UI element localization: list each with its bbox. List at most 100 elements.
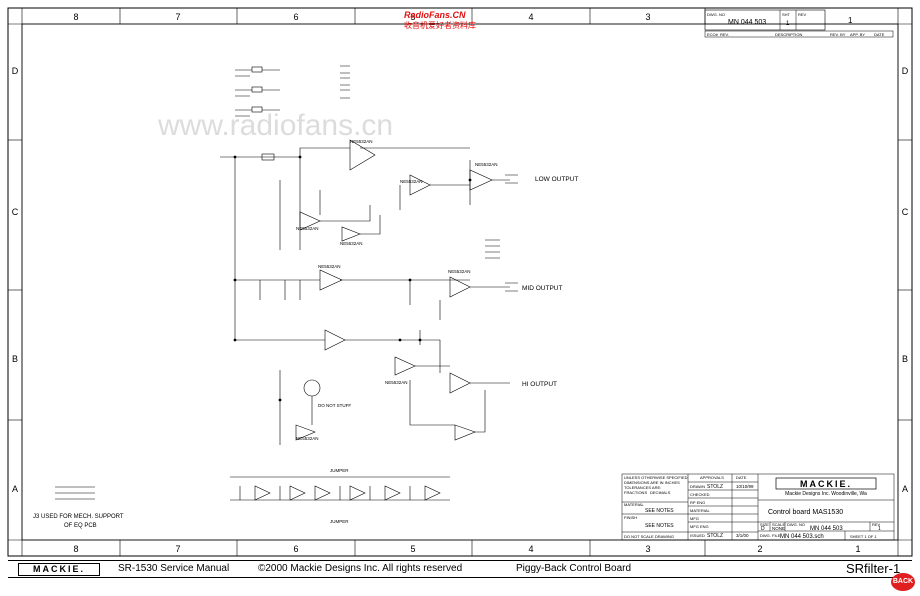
svg-text:SEE NOTES: SEE NOTES bbox=[645, 523, 674, 529]
svg-text:ECO#: ECO# bbox=[707, 32, 719, 37]
svg-text:FINISH: FINISH bbox=[624, 515, 637, 520]
footer-manual-title: SR-1530 Service Manual bbox=[118, 563, 230, 574]
opamp-label-u1b: NE5532AN bbox=[340, 241, 363, 246]
svg-text:APPROVALS: APPROVALS bbox=[700, 475, 724, 480]
svg-text:DIMENSIONS ARE IN INCHES: DIMENSIONS ARE IN INCHES bbox=[624, 480, 680, 485]
svg-text:RP ENG: RP ENG bbox=[690, 500, 705, 505]
svg-text:DWG. NO: DWG. NO bbox=[707, 12, 725, 17]
board-title: Control board MAS1530 bbox=[768, 509, 843, 516]
svg-text:CHECKED: CHECKED bbox=[690, 492, 710, 497]
svg-text:MFG: MFG bbox=[690, 516, 699, 521]
footer-copyright: ©2000 Mackie Designs Inc. All rights res… bbox=[258, 563, 463, 574]
svg-text:FRACTIONS: FRACTIONS bbox=[624, 490, 647, 495]
svg-text:MATERIAL: MATERIAL bbox=[624, 502, 644, 507]
circuit-wiring bbox=[55, 65, 518, 501]
svg-text:UNLESS OTHERWISE SPECIFIED: UNLESS OTHERWISE SPECIFIED bbox=[624, 475, 688, 480]
sheet-number-top: 1 bbox=[848, 16, 853, 25]
footer-page-id: SRfilter-1 bbox=[846, 561, 901, 576]
note-do-not-stuff: DO NOT STUFF bbox=[318, 403, 351, 408]
svg-text:NONE: NONE bbox=[772, 526, 785, 531]
svg-text:DATE: DATE bbox=[736, 475, 747, 480]
svg-text:SHT: SHT bbox=[782, 12, 791, 17]
svg-text:DATE: DATE bbox=[874, 32, 885, 37]
opamp-label-u2b: NE5532AN bbox=[400, 179, 423, 184]
svg-text:STOLZ: STOLZ bbox=[707, 484, 723, 490]
svg-text:REV. BY: REV. BY bbox=[830, 32, 846, 37]
svg-text:DO NOT SCALE DRAWING: DO NOT SCALE DRAWING bbox=[624, 534, 674, 539]
revision-header: ECO# REV. DESCRIPTION REV. BY APP. BY DA… bbox=[704, 30, 894, 38]
svg-text:SIZE: SIZE bbox=[760, 522, 769, 527]
watermark-subtitle: 收音机爱好者资料库 bbox=[404, 20, 476, 30]
hi-output-label: HI OUTPUT bbox=[522, 381, 557, 388]
svg-text:1: 1 bbox=[786, 21, 790, 27]
col-label-8-bottom: 8 bbox=[73, 544, 78, 554]
note-jumper-2: JUMPER bbox=[330, 519, 349, 524]
svg-text:REV: REV bbox=[872, 522, 881, 527]
svg-text:DWG. FILE: DWG. FILE bbox=[760, 533, 781, 538]
svg-text:D: D bbox=[761, 526, 765, 532]
svg-text:APP. BY: APP. BY bbox=[850, 32, 865, 37]
opamp-label-u1a: NE5532AN bbox=[296, 226, 319, 231]
row-label-b: B bbox=[12, 354, 18, 364]
svg-text:REV.: REV. bbox=[720, 32, 729, 37]
row-label-b-right: B bbox=[902, 354, 908, 364]
svg-text:ISSUED: ISSUED bbox=[690, 533, 705, 538]
svg-text:DECIMALS: DECIMALS bbox=[650, 490, 671, 495]
circuit-nodes bbox=[233, 155, 472, 402]
col-label-3: 3 bbox=[645, 12, 650, 22]
footer-board-name: Piggy-Back Control Board bbox=[516, 563, 632, 574]
col-label-7: 7 bbox=[175, 12, 180, 22]
svg-text:1: 1 bbox=[878, 526, 881, 532]
note-j3-line2: OF EQ PCB bbox=[64, 523, 97, 529]
svg-text:3/1/00: 3/1/00 bbox=[736, 533, 749, 538]
col-label-6: 6 bbox=[293, 12, 298, 22]
svg-text:10/10/99: 10/10/99 bbox=[736, 484, 754, 489]
svg-text:SHEET 1 OF 1: SHEET 1 OF 1 bbox=[850, 534, 877, 539]
svg-text:STOLZ: STOLZ bbox=[707, 533, 723, 539]
col-label-5: 5 bbox=[410, 12, 415, 22]
col-label-3-bottom: 3 bbox=[645, 544, 650, 554]
row-label-a-right: A bbox=[902, 484, 908, 494]
svg-text:DRAWN: DRAWN bbox=[690, 484, 705, 489]
opamp-label-u1c: NE5532AN bbox=[296, 436, 319, 441]
opamp-label-u4a: NE5532AN bbox=[448, 269, 471, 274]
watermark-url: www.radiofans.cn bbox=[157, 109, 393, 142]
opamp-label-u2a: NE5532AN bbox=[350, 139, 373, 144]
dwg-number-top: MN 044 503 bbox=[728, 19, 766, 26]
col-label-5-bottom: 5 bbox=[410, 544, 415, 554]
mackie-logo-title: MACKIE. Mackie Designs Inc. Woodinville,… bbox=[768, 477, 877, 516]
svg-text:SCALE: SCALE bbox=[772, 522, 785, 527]
sheet-border bbox=[7, 7, 913, 557]
svg-text:TOLERANCES ARE:: TOLERANCES ARE: bbox=[624, 485, 661, 490]
low-output-label: LOW OUTPUT bbox=[535, 176, 578, 183]
row-label-d: D bbox=[12, 66, 19, 76]
opamp-label-u4b: NE5532AN bbox=[475, 162, 498, 167]
note-jumper-1: JUMPER bbox=[330, 468, 349, 473]
svg-text:REV: REV bbox=[798, 12, 807, 17]
opamp-label-u3c: NE5532AN bbox=[385, 380, 408, 385]
svg-text:DWG. NO: DWG. NO bbox=[787, 522, 805, 527]
back-button[interactable]: BACK bbox=[891, 573, 915, 591]
svg-text:SEE NOTES: SEE NOTES bbox=[645, 508, 674, 514]
row-label-a: A bbox=[12, 484, 18, 494]
col-label-1-bottom: 1 bbox=[855, 544, 860, 554]
note-j3-line1: J3 USED FOR MECH. SUPPORT bbox=[33, 514, 124, 520]
col-label-6-bottom: 6 bbox=[293, 544, 298, 554]
title-block bbox=[621, 473, 895, 541]
svg-text:DESCRIPTION: DESCRIPTION bbox=[775, 32, 802, 37]
opamp-label-u3b: NE5532AN bbox=[318, 264, 341, 269]
row-label-d-right: D bbox=[902, 66, 909, 76]
drawing-number-box: DWG. NO MN 044 503 SHT 1 REV 1 bbox=[704, 9, 853, 31]
row-label-c-right: C bbox=[902, 207, 909, 217]
col-label-7-bottom: 7 bbox=[175, 544, 180, 554]
col-label-4-bottom: 4 bbox=[528, 544, 533, 554]
mid-output-label: MID OUTPUT bbox=[522, 285, 562, 292]
col-label-8: 8 bbox=[73, 12, 78, 22]
footer-mackie-logo: MACKIE. bbox=[18, 563, 100, 576]
svg-text:MFG ENG: MFG ENG bbox=[690, 524, 709, 529]
dwg-number-bottom: MN 044 503 bbox=[810, 526, 843, 532]
svg-text:MACKIE.: MACKIE. bbox=[800, 479, 852, 489]
dwg-file-name: MN 044 503.sch bbox=[780, 534, 824, 540]
col-label-2-bottom: 2 bbox=[757, 544, 762, 554]
